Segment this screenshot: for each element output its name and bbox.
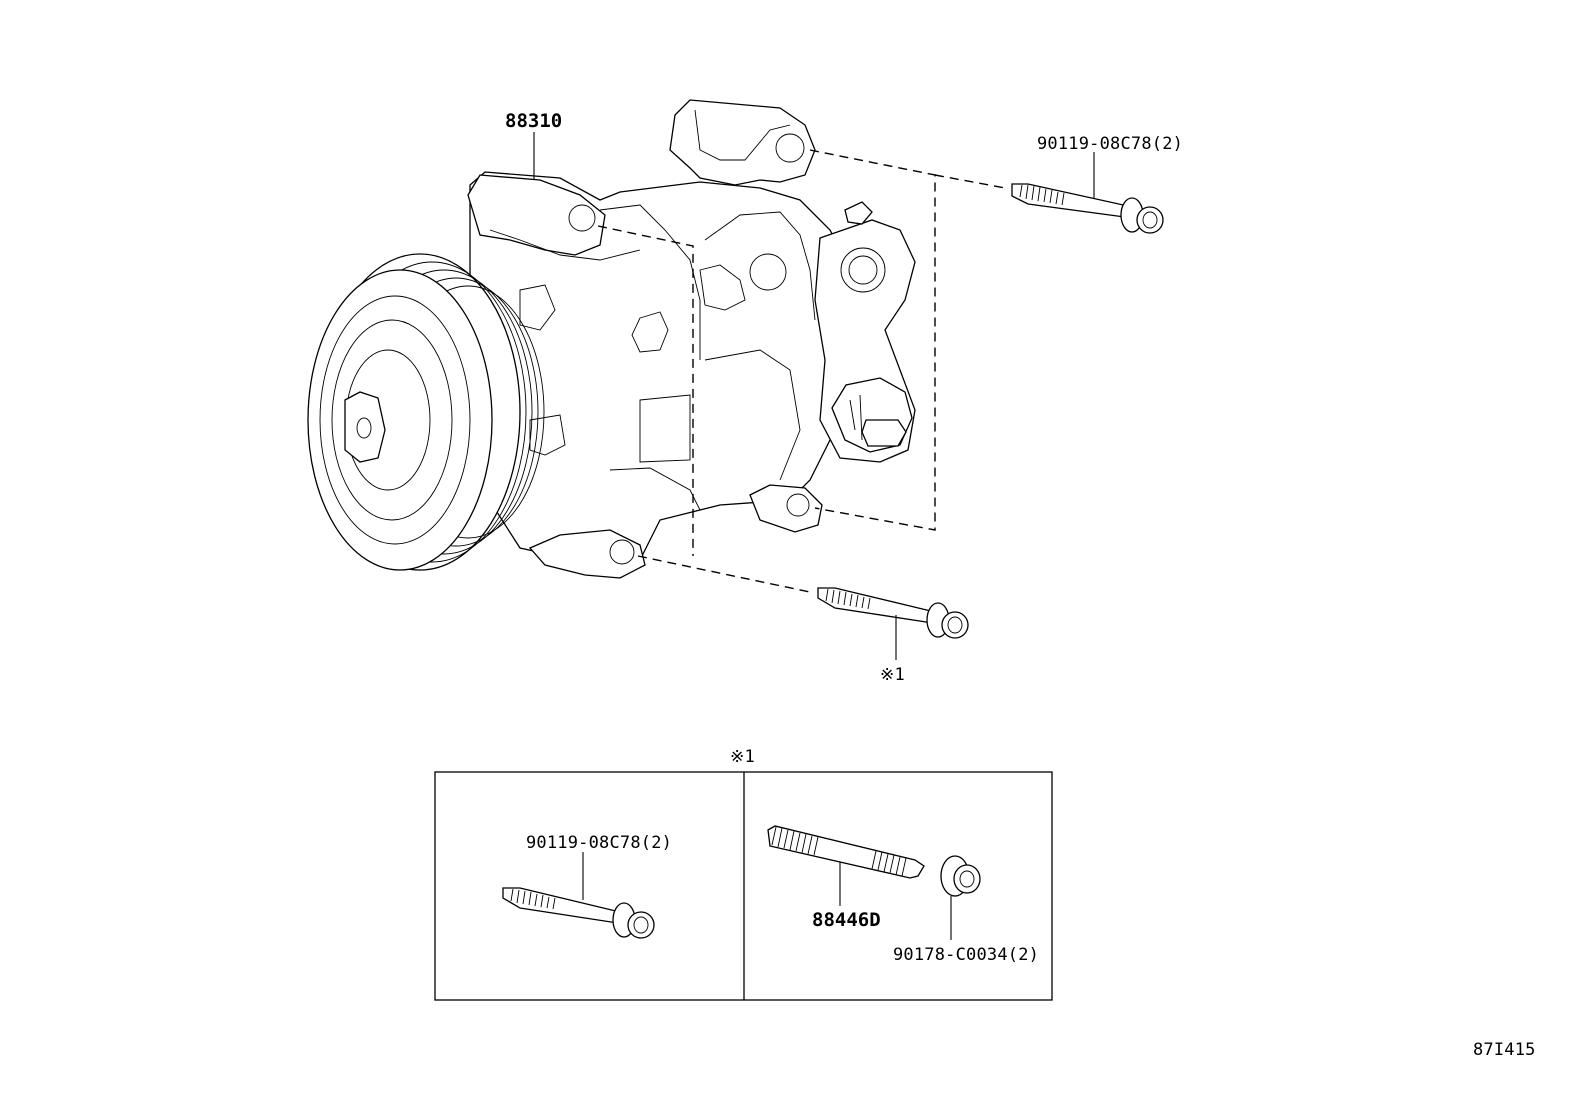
detail-heading: ※1 xyxy=(730,747,755,767)
label-bolt-upper: 90119-08C78(2) xyxy=(1037,134,1183,154)
bolt-upper[interactable] xyxy=(1011,183,1164,234)
label-detail-bolt: 90119-08C78(2) xyxy=(526,833,672,853)
detail-stud[interactable] xyxy=(767,825,925,906)
ac-compressor[interactable] xyxy=(307,99,916,579)
mounting-lines xyxy=(597,149,1006,593)
label-stud: 88446D xyxy=(812,909,881,931)
label-compressor: 88310 xyxy=(505,110,562,132)
detail-bolt[interactable] xyxy=(502,852,655,939)
detail-box: ※1 90119-08C78(2) 88446D 90178-C0034(2) xyxy=(434,747,1053,1001)
figure-code: 87I415 xyxy=(1473,1040,1536,1060)
leader-lines xyxy=(533,132,1095,660)
label-bolt-lower-note: ※1 xyxy=(880,665,905,685)
bolt-lower[interactable] xyxy=(817,587,969,639)
label-nut: 90178-C0034(2) xyxy=(893,945,1039,965)
detail-nut[interactable] xyxy=(940,855,981,940)
